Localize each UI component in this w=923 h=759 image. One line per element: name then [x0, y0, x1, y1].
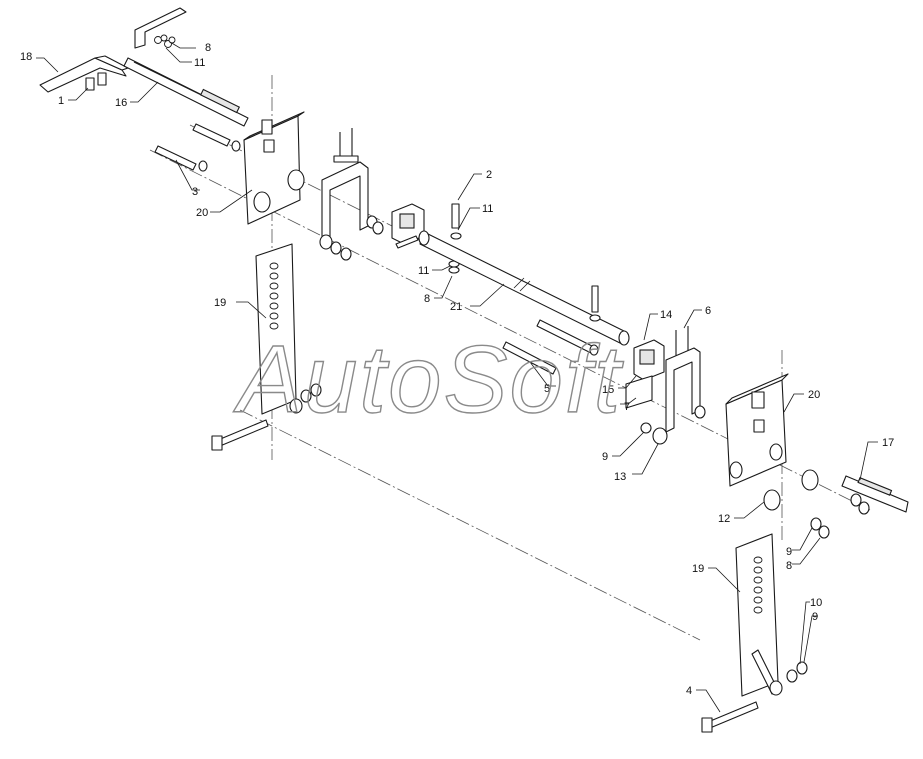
adjuster-holes-left [269, 262, 279, 330]
part-5-bolts [502, 319, 599, 375]
callout-11-low: 11 [418, 265, 429, 277]
callout-9-bottom: 9 [812, 611, 818, 623]
leader-lines [36, 41, 878, 713]
callout-12: 12 [718, 513, 730, 525]
part-14-clamp-block-right [625, 339, 665, 409]
callout-6: 6 [705, 305, 711, 317]
part-21-shaft [418, 230, 630, 346]
adjuster-holes-right [753, 556, 763, 614]
callout-9-mid: 9 [602, 451, 608, 463]
callout-10: 10 [810, 597, 822, 609]
callout-4: 4 [686, 685, 692, 697]
callout-19-left: 19 [214, 297, 226, 309]
part-shaft-bolt [589, 285, 601, 322]
part-17-slotted-lever [841, 475, 909, 513]
part-16-slotted-bar [123, 57, 249, 127]
callout-19-right: 19 [692, 563, 704, 575]
callout-20-left: 20 [196, 207, 208, 219]
part-1-bolts [85, 72, 107, 91]
callout-7: 7 [624, 401, 630, 413]
part-18-handle-lever [39, 55, 129, 93]
callout-8-right: 8 [786, 560, 792, 572]
part-bolt-bottom-left [211, 419, 269, 451]
callout-11-mid: 11 [482, 203, 493, 215]
callout-16: 16 [115, 97, 127, 109]
part-19-adjuster-bar-left [255, 243, 322, 415]
callout-2: 2 [486, 169, 492, 181]
callout-8-top: 8 [205, 42, 211, 54]
callout-labels: 18 1 8 11 16 3 20 2 11 11 8 21 19 14 6 5… [20, 42, 894, 697]
callout-1: 1 [58, 95, 64, 107]
part-3-bolts [154, 123, 241, 172]
callout-17: 17 [882, 437, 894, 449]
part-20-mount-plate-left [243, 111, 305, 225]
callout-8-mid: 8 [424, 293, 430, 305]
part-20-mount-plate-right [725, 373, 789, 487]
callout-13: 13 [614, 471, 626, 483]
part-4-bolt-bottom-right [701, 661, 808, 733]
callout-14: 14 [660, 309, 672, 321]
callout-3: 3 [192, 186, 198, 198]
part-13-spacer [640, 422, 668, 445]
callout-18: 18 [20, 51, 32, 63]
part-6-bracket-right [665, 326, 706, 433]
callout-11-top: 11 [194, 57, 205, 69]
part-clamp-block-left [372, 203, 425, 249]
callout-21: 21 [450, 301, 462, 313]
part-19-adjuster-bar-right [735, 533, 783, 697]
part-2-bolt [448, 203, 462, 274]
callout-9-right: 9 [786, 546, 792, 558]
watermark-text: AutoSoft [233, 326, 624, 433]
callout-20-right: 20 [808, 389, 820, 401]
part-12-spacers [763, 469, 870, 515]
callout-15: 15 [602, 384, 614, 396]
part-u-bracket-left [319, 128, 378, 261]
part-washers-right [810, 517, 830, 539]
callout-5: 5 [544, 383, 550, 395]
part-top-bracket [134, 7, 187, 49]
